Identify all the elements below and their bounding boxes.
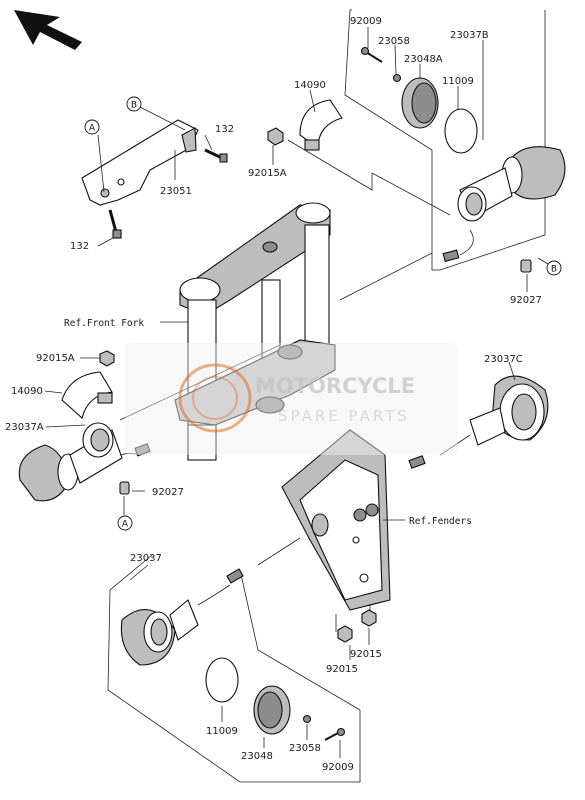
nut-92015-left — [337, 625, 353, 643]
turn-signal-23037c — [408, 375, 549, 469]
label-11009-bottom: 11009 — [206, 726, 238, 737]
label-23048: 23048 — [241, 751, 273, 762]
label-14090-left: 14090 — [11, 386, 43, 397]
label-14090-top: 14090 — [294, 80, 326, 91]
bushing-92027-right — [520, 259, 532, 273]
label-23037c: 23037C — [484, 354, 523, 365]
callout-a-bottom: A — [117, 515, 133, 531]
svg-text:B: B — [551, 265, 557, 275]
lens-holder-23048 — [253, 685, 291, 735]
clamp-14090-left — [61, 371, 113, 420]
label-132-left: 132 — [70, 241, 89, 252]
fender-bracket — [281, 429, 391, 611]
label-92015a-top: 92015A — [248, 168, 287, 179]
bushing-92027-left — [119, 481, 130, 495]
label-92027-left: 92027 — [152, 487, 184, 498]
nut-92015a-top — [267, 127, 284, 146]
label-23037: 23037 — [130, 553, 162, 564]
label-23048a: 23048A — [404, 54, 443, 65]
label-ref-front-fork: Ref.Front Fork — [64, 318, 144, 329]
group-outline-23037b — [344, 9, 546, 271]
label-92015-right: 92015 — [350, 649, 382, 660]
bracket-23051 — [81, 119, 199, 206]
label-132-top: 132 — [215, 124, 234, 135]
callout-a-top: A — [84, 119, 100, 135]
gasket-11009-bottom — [205, 657, 239, 703]
label-23037b: 23037B — [450, 30, 489, 41]
nut-92015-right — [361, 609, 377, 627]
watermark: MOTORCYCLE SPARE PARTS — [125, 343, 458, 455]
bolt-132-left — [108, 209, 122, 239]
label-23058-top: 23058 — [378, 36, 410, 47]
svg-text:SPARE PARTS: SPARE PARTS — [278, 407, 410, 425]
svg-text:A: A — [89, 124, 96, 134]
label-92015a-left: 92015A — [36, 353, 75, 364]
label-ref-fenders: Ref.Fenders — [409, 516, 472, 527]
label-92009-top: 92009 — [350, 16, 382, 27]
label-92015-left: 92015 — [326, 664, 358, 675]
label-11009-top: 11009 — [442, 76, 474, 87]
label-92009-bottom: 92009 — [322, 762, 354, 773]
group-outline-23037 — [107, 554, 361, 783]
leader-lines — [44, 27, 549, 758]
bolt-132-top — [204, 148, 228, 163]
washer-23058-bottom — [302, 714, 312, 724]
screw-92009-bottom — [324, 727, 346, 741]
svg-text:MOTORCYCLE: MOTORCYCLE — [255, 374, 415, 398]
label-23037a: 23037A — [5, 422, 44, 433]
label-23051: 23051 — [160, 186, 192, 197]
turn-signal-23037 — [120, 568, 244, 666]
screw-92009-top — [360, 46, 383, 63]
clamp-14090-top — [299, 99, 343, 151]
front-direction-arrow-icon — [14, 10, 82, 50]
turn-signal-23037a — [18, 422, 151, 502]
svg-text:B: B — [131, 101, 137, 111]
triple-clamp — [174, 202, 336, 461]
callout-b-right: B — [546, 260, 562, 276]
watermark-logo-icon — [178, 363, 252, 433]
nut-92015a-left — [99, 350, 115, 367]
lens-holder-23048a — [401, 77, 439, 129]
callout-b-top: B — [126, 96, 142, 112]
turn-signal-23037b — [442, 146, 566, 263]
label-92027-right: 92027 — [510, 295, 542, 306]
gasket-11009-top — [444, 108, 478, 154]
svg-text:A: A — [122, 520, 129, 530]
label-23058-bottom: 23058 — [289, 743, 321, 754]
washer-23058-top — [392, 73, 402, 83]
